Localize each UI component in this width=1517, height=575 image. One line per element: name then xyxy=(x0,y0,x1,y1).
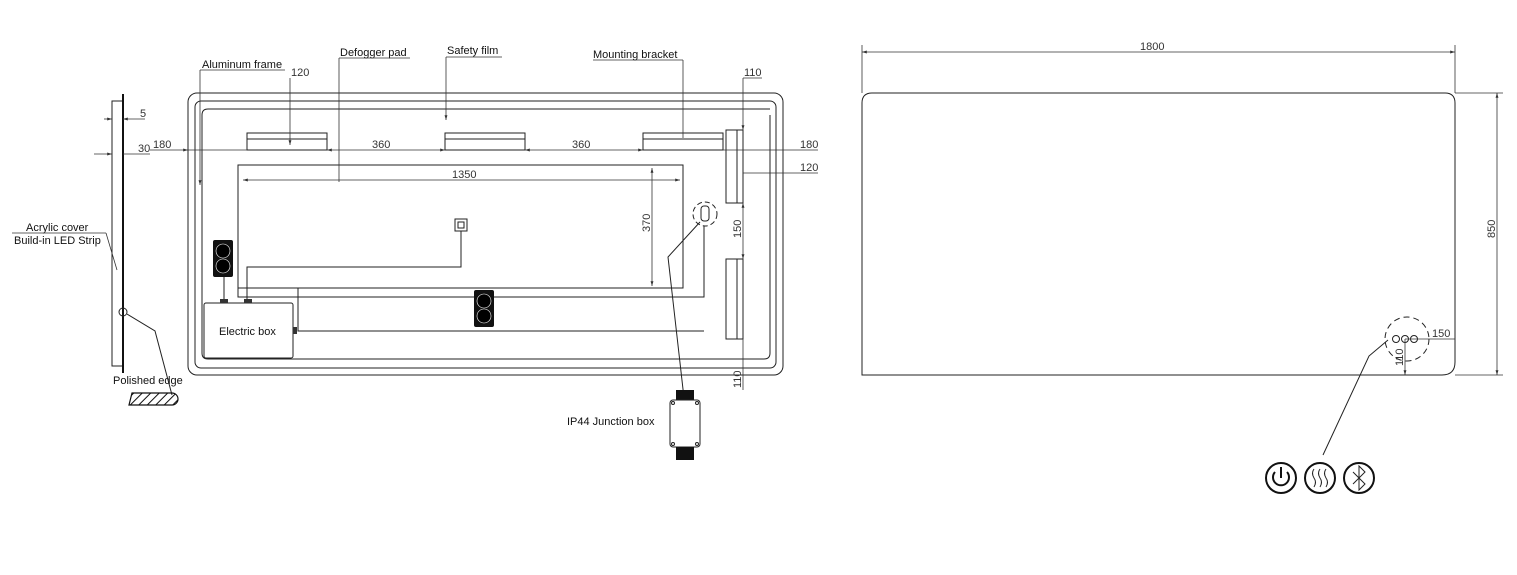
polished-edge-detail xyxy=(128,392,179,406)
sensor-switch xyxy=(454,218,468,232)
mounting-brackets xyxy=(246,129,744,340)
dim-text: 30 xyxy=(138,143,150,155)
acrylic-cover-profile xyxy=(111,100,124,367)
electric-box: Electric box xyxy=(203,299,297,359)
ip44-junction-box xyxy=(669,390,701,460)
bluetooth-icon xyxy=(1343,462,1375,494)
defogger-heat-icon xyxy=(1304,462,1336,494)
led-driver-center xyxy=(474,290,494,327)
back-view: 1800 850 150 110 xyxy=(861,41,1503,494)
led-strip-label: Build-in LED Strip xyxy=(14,235,101,247)
dim-text: 360 xyxy=(572,139,590,151)
electric-box-label: Electric box xyxy=(219,326,276,338)
polished-edge-label: Polished edge xyxy=(113,375,183,387)
dim-text: 110 xyxy=(732,370,744,388)
side-view: 5 30 Acrylic cover Build-in LED Strip Po… xyxy=(12,94,183,406)
dimension-lines: 120 180 360 360 180 120 1350 370 110 150… xyxy=(150,67,818,390)
defogger-pad xyxy=(237,164,684,289)
dim-text: 370 xyxy=(641,214,653,232)
aluminum-frame-label: Aluminum frame xyxy=(202,59,282,71)
front-view: Electric box IP44 Junction box Aluminum … xyxy=(150,45,818,460)
dim-text: 5 xyxy=(140,108,146,120)
safety-film-outline xyxy=(201,108,771,360)
aluminum-frame-inner xyxy=(194,100,777,369)
junction-detail-marker xyxy=(692,201,718,227)
junction-box-label: IP44 Junction box xyxy=(567,416,655,428)
defogger-pad-label: Defogger pad xyxy=(340,47,407,59)
dim-text: 360 xyxy=(372,139,390,151)
switch-bottom-dim-text: 110 xyxy=(1394,348,1406,366)
led-driver-left xyxy=(213,240,233,277)
dim-text: 120 xyxy=(800,162,818,174)
dim-text: 180 xyxy=(153,139,171,151)
dim-text: 1350 xyxy=(452,169,476,181)
power-icon xyxy=(1265,462,1297,494)
dim-text: 110 xyxy=(744,67,762,79)
switch-right-dim-text: 150 xyxy=(1432,328,1450,340)
height-dim-text: 850 xyxy=(1486,220,1498,238)
dim-30: 30 xyxy=(94,143,150,156)
width-dim-text: 1800 xyxy=(1140,41,1164,53)
bracket-right-lower xyxy=(725,258,744,340)
bracket-top-left xyxy=(246,132,328,151)
mounting-bracket-label: Mounting bracket xyxy=(593,49,677,61)
dim-text: 180 xyxy=(800,139,818,151)
bracket-right-upper xyxy=(725,129,744,204)
dim-text: 120 xyxy=(291,67,309,79)
edge-detail-marker xyxy=(118,307,128,317)
safety-film-label: Safety film xyxy=(447,45,498,57)
dim-5: 5 xyxy=(104,108,146,121)
aluminum-frame-outer xyxy=(187,92,784,376)
acrylic-cover-label: Acrylic cover xyxy=(26,222,89,234)
bracket-top-center xyxy=(444,132,526,151)
mirror-outline xyxy=(861,92,1456,376)
dim-text: 150 xyxy=(732,220,744,238)
